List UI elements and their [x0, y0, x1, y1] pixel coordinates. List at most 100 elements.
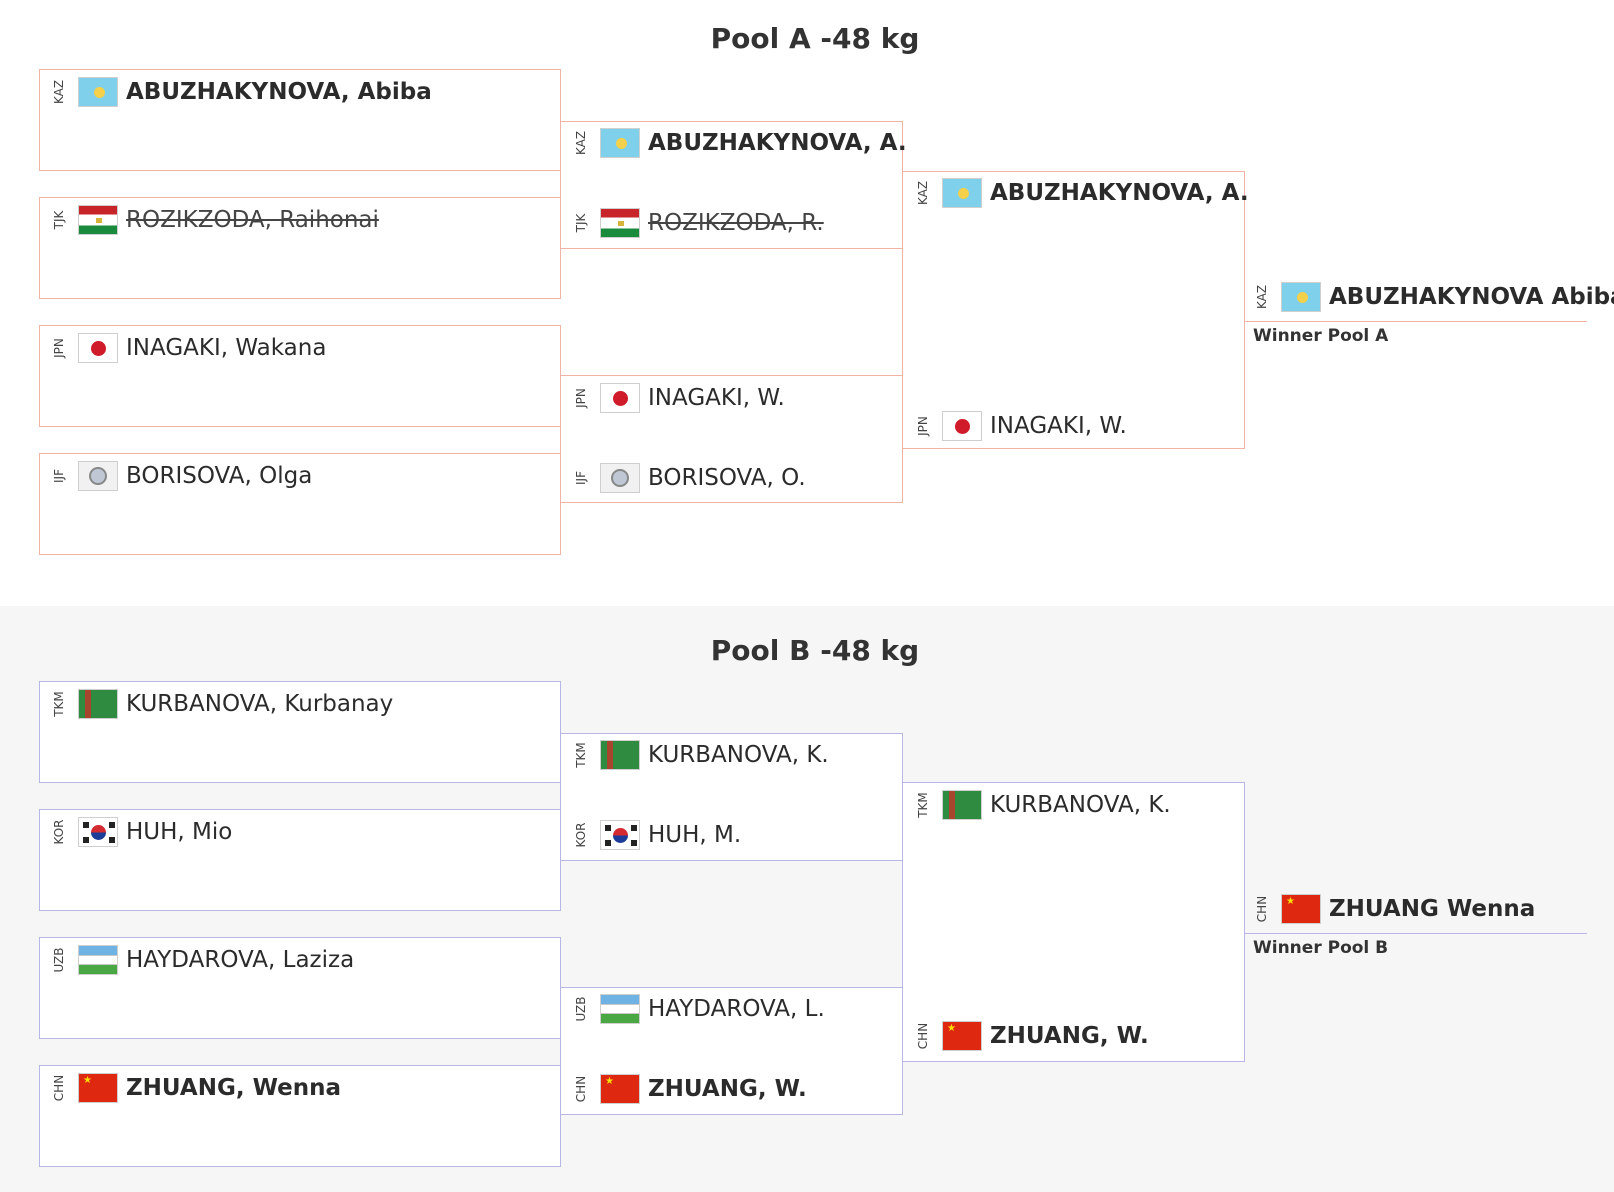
flag-jpn-icon — [78, 333, 118, 363]
country-code: IJF — [574, 471, 588, 485]
flag-chn-icon — [600, 1074, 640, 1104]
country-code: CHN — [52, 1074, 66, 1102]
competitor-entry[interactable]: JPN INAGAKI, Wakana — [50, 331, 326, 365]
competitor-name: KURBANOVA, K. — [990, 792, 1171, 818]
competitor-entry[interactable]: CHN ZHUANG, Wenna — [50, 1071, 341, 1105]
competitor-name: ABUZHAKYNOVA, Abiba — [126, 79, 432, 105]
competitor-name: KURBANOVA, Kurbanay — [126, 691, 394, 717]
round1-match-box[interactable] — [39, 1065, 561, 1167]
country-code: JPN — [916, 416, 930, 436]
pool-title: Pool A -48 kg — [710, 22, 920, 55]
competitor-entry[interactable]: CHN ZHUANG, W. — [572, 1072, 807, 1106]
flag-jpn-icon — [600, 383, 640, 413]
round1-match-box[interactable] — [39, 197, 561, 299]
country-code: TKM — [52, 691, 66, 717]
competitor-entry[interactable]: TJK ROZIKZODA, R. — [572, 206, 824, 240]
competitor-name: INAGAKI, W. — [648, 385, 785, 411]
flag-tkm-icon — [600, 740, 640, 770]
flag-tjk-icon — [600, 208, 640, 238]
winner-name: ZHUANG Wenna — [1329, 896, 1536, 922]
country-code: KAZ — [1255, 284, 1269, 310]
round1-match-box[interactable] — [39, 69, 561, 171]
country-code: KOR — [574, 822, 588, 848]
flag-chn-icon — [78, 1073, 118, 1103]
country-code: KAZ — [574, 130, 588, 156]
competitor-entry[interactable]: CHN ZHUANG, W. — [914, 1019, 1149, 1053]
flag-tkm-icon — [78, 689, 118, 719]
pool-winner-entry[interactable]: KAZ ABUZHAKYNOVA Abiba — [1253, 280, 1614, 314]
round1-match-box[interactable] — [39, 937, 561, 1039]
competitor-entry[interactable]: KAZ ABUZHAKYNOVA, A. — [914, 176, 1249, 210]
country-code: CHN — [1255, 895, 1269, 923]
flag-uzb-icon — [78, 945, 118, 975]
competitor-name: HAYDAROVA, L. — [648, 996, 825, 1022]
country-code: KAZ — [916, 180, 930, 206]
winner-line — [1245, 933, 1587, 934]
round1-match-box[interactable] — [39, 809, 561, 911]
competitor-name: HUH, M. — [648, 822, 742, 848]
country-code: JPN — [574, 388, 588, 408]
flag-kor-icon — [78, 817, 118, 847]
competitor-name: ROZIKZODA, Raihonai — [126, 207, 379, 233]
competitor-entry[interactable]: KOR HUH, Mio — [50, 815, 232, 849]
flag-tjk-icon — [78, 205, 118, 235]
pool-a-section: Pool A -48 kg KAZ ABUZHAKYNOVA, Abiba TJ… — [39, 22, 1614, 555]
round1-match-box[interactable] — [39, 453, 561, 555]
competitor-entry[interactable]: IJF BORISOVA, O. — [572, 461, 806, 495]
country-code: TJK — [52, 210, 66, 230]
competitor-entry[interactable]: TKM KURBANOVA, K. — [572, 738, 829, 772]
country-code: TJK — [574, 213, 588, 233]
competitor-name: ABUZHAKYNOVA, A. — [990, 180, 1249, 206]
competitor-entry[interactable]: JPN INAGAKI, W. — [572, 381, 785, 415]
competitor-name: BORISOVA, O. — [648, 465, 806, 491]
pool-title: Pool B -48 kg — [710, 634, 920, 667]
competitor-entry[interactable]: KOR HUH, M. — [572, 818, 741, 852]
flag-chn-icon — [1281, 894, 1321, 924]
competitor-name: ABUZHAKYNOVA, A. — [648, 130, 907, 156]
competitor-entry[interactable]: TJK ROZIKZODA, Raihonai — [50, 203, 379, 237]
country-code: KAZ — [52, 79, 66, 105]
competitor-name: ZHUANG, W. — [648, 1076, 807, 1102]
country-code: JPN — [52, 338, 66, 358]
flag-kaz-icon — [1281, 282, 1321, 312]
round1-match-box[interactable] — [39, 681, 561, 783]
round1-match-box[interactable] — [39, 325, 561, 427]
competitor-name: HUH, Mio — [126, 819, 233, 845]
competitor-entry[interactable]: JPN INAGAKI, W. — [914, 409, 1127, 443]
flag-ijf-icon — [600, 463, 640, 493]
competitor-name: INAGAKI, Wakana — [126, 335, 327, 361]
flag-ijf-icon — [78, 461, 118, 491]
flag-kaz-icon — [78, 77, 118, 107]
country-code: UZB — [574, 996, 588, 1022]
competitor-name: ROZIKZODA, R. — [648, 210, 824, 236]
round3-match-box[interactable] — [902, 171, 1245, 449]
winner-label: Winner Pool B — [1253, 938, 1389, 958]
flag-chn-icon — [942, 1021, 982, 1051]
competitor-entry[interactable]: IJF BORISOVA, Olga — [50, 459, 312, 493]
country-code: UZB — [52, 947, 66, 973]
competitor-name: INAGAKI, W. — [990, 413, 1127, 439]
winner-name: ABUZHAKYNOVA Abiba — [1329, 284, 1614, 310]
competitor-name: ZHUANG, Wenna — [126, 1075, 341, 1101]
flag-kaz-icon — [600, 128, 640, 158]
country-code: TKM — [574, 742, 588, 768]
competitor-entry[interactable]: UZB HAYDAROVA, L. — [572, 992, 825, 1026]
flag-uzb-icon — [600, 994, 640, 1024]
flag-kor-icon — [600, 820, 640, 850]
competitor-entry[interactable]: TKM KURBANOVA, K. — [914, 788, 1171, 822]
country-code: IJF — [52, 469, 66, 483]
winner-label: Winner Pool A — [1253, 326, 1389, 346]
competitor-entry[interactable]: KAZ ABUZHAKYNOVA, Abiba — [50, 75, 432, 109]
competitor-entry[interactable]: KAZ ABUZHAKYNOVA, A. — [572, 126, 907, 160]
winner-line — [1245, 321, 1587, 322]
round3-match-box[interactable] — [902, 782, 1245, 1062]
competitor-entry[interactable]: TKM KURBANOVA, Kurbanay — [50, 687, 393, 721]
competitor-name: HAYDAROVA, Laziza — [126, 947, 355, 973]
flag-tkm-icon — [942, 790, 982, 820]
flag-jpn-icon — [942, 411, 982, 441]
country-code: CHN — [574, 1075, 588, 1103]
pool-winner-entry[interactable]: CHN ZHUANG Wenna — [1253, 892, 1535, 926]
flag-kaz-icon — [942, 178, 982, 208]
competitor-name: ZHUANG, W. — [990, 1023, 1149, 1049]
competitor-entry[interactable]: UZB HAYDAROVA, Laziza — [50, 943, 354, 977]
